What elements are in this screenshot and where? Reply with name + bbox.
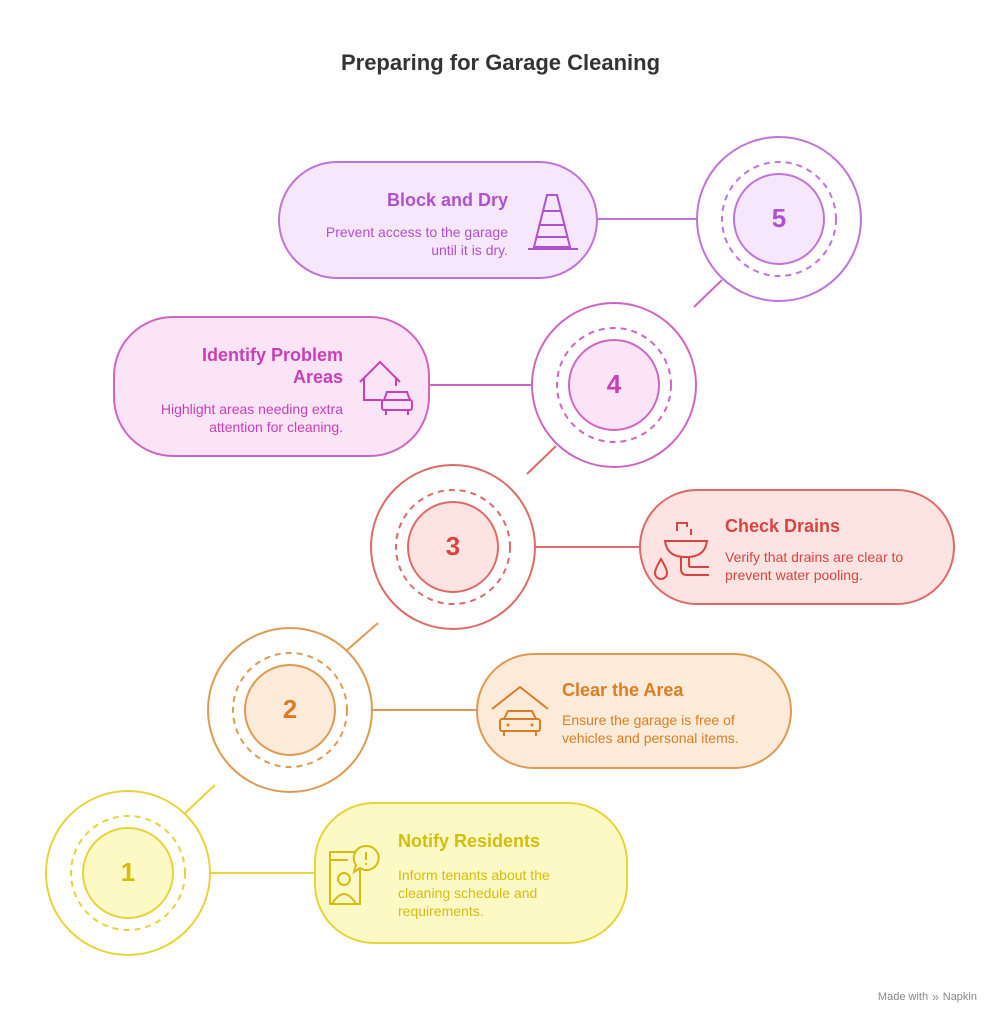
- step-1-number: 1: [120, 857, 136, 887]
- step-2-title: Clear the Area: [562, 680, 684, 700]
- footer-brand: Napkin: [942, 991, 977, 1003]
- step-3-number: 3: [445, 531, 461, 561]
- step-4-number: 4: [606, 369, 622, 399]
- connector-2-3: [345, 622, 379, 652]
- step-1-circle: [45, 790, 316, 956]
- napkin-logo-icon: »: [932, 990, 939, 1004]
- step-4-circle: [428, 302, 697, 468]
- step-3-circle: [370, 464, 641, 630]
- traffic-cone-icon: [528, 194, 578, 250]
- step-4-title: Identify Problem Areas: [201, 345, 343, 387]
- step-5-number: 5: [771, 203, 787, 233]
- step-2-card: Clear the Area Ensure the garage is free…: [476, 653, 792, 769]
- step-2-number: 2: [282, 694, 298, 724]
- step-1-card: Notify Residents Inform tenants about th…: [314, 802, 628, 944]
- step-3-description: Verify that drains are clear to prevent …: [725, 549, 904, 583]
- step-4-card: Identify Problem Areas Highlight areas n…: [113, 316, 430, 457]
- step-2-circle: [207, 627, 478, 793]
- step-5-circle: [596, 136, 862, 302]
- connector-3-4: [526, 445, 557, 475]
- step-2-description: Ensure the garage is free of vehicles an…: [562, 712, 739, 746]
- step-5-card: Block and Dry Prevent access to the gara…: [278, 161, 598, 279]
- step-3-card: Check Drains Verify that drains are clea…: [639, 489, 955, 605]
- connector-1-2: [182, 784, 216, 816]
- step-4-description: Highlight areas needing extra attention …: [160, 401, 343, 435]
- sink-drain-icon: [653, 522, 709, 580]
- step-1-description: Inform tenants about the cleaning schedu…: [398, 867, 550, 919]
- step-3-title: Check Drains: [725, 516, 841, 536]
- house-car-icon: [359, 360, 413, 415]
- step-1-title: Notify Residents: [398, 831, 541, 851]
- step-5-description: Prevent access to the garage until it is…: [325, 224, 508, 258]
- notification-person-icon: [329, 844, 380, 905]
- footer-prefix: Made with: [877, 991, 929, 1003]
- page-title: Preparing for Garage Cleaning: [340, 50, 661, 75]
- garage-car-icon: [491, 685, 549, 736]
- step-5-title: Block and Dry: [386, 190, 508, 210]
- connector-4-5: [693, 279, 723, 308]
- footer-watermark: Made with » Napkin: [878, 990, 977, 1004]
